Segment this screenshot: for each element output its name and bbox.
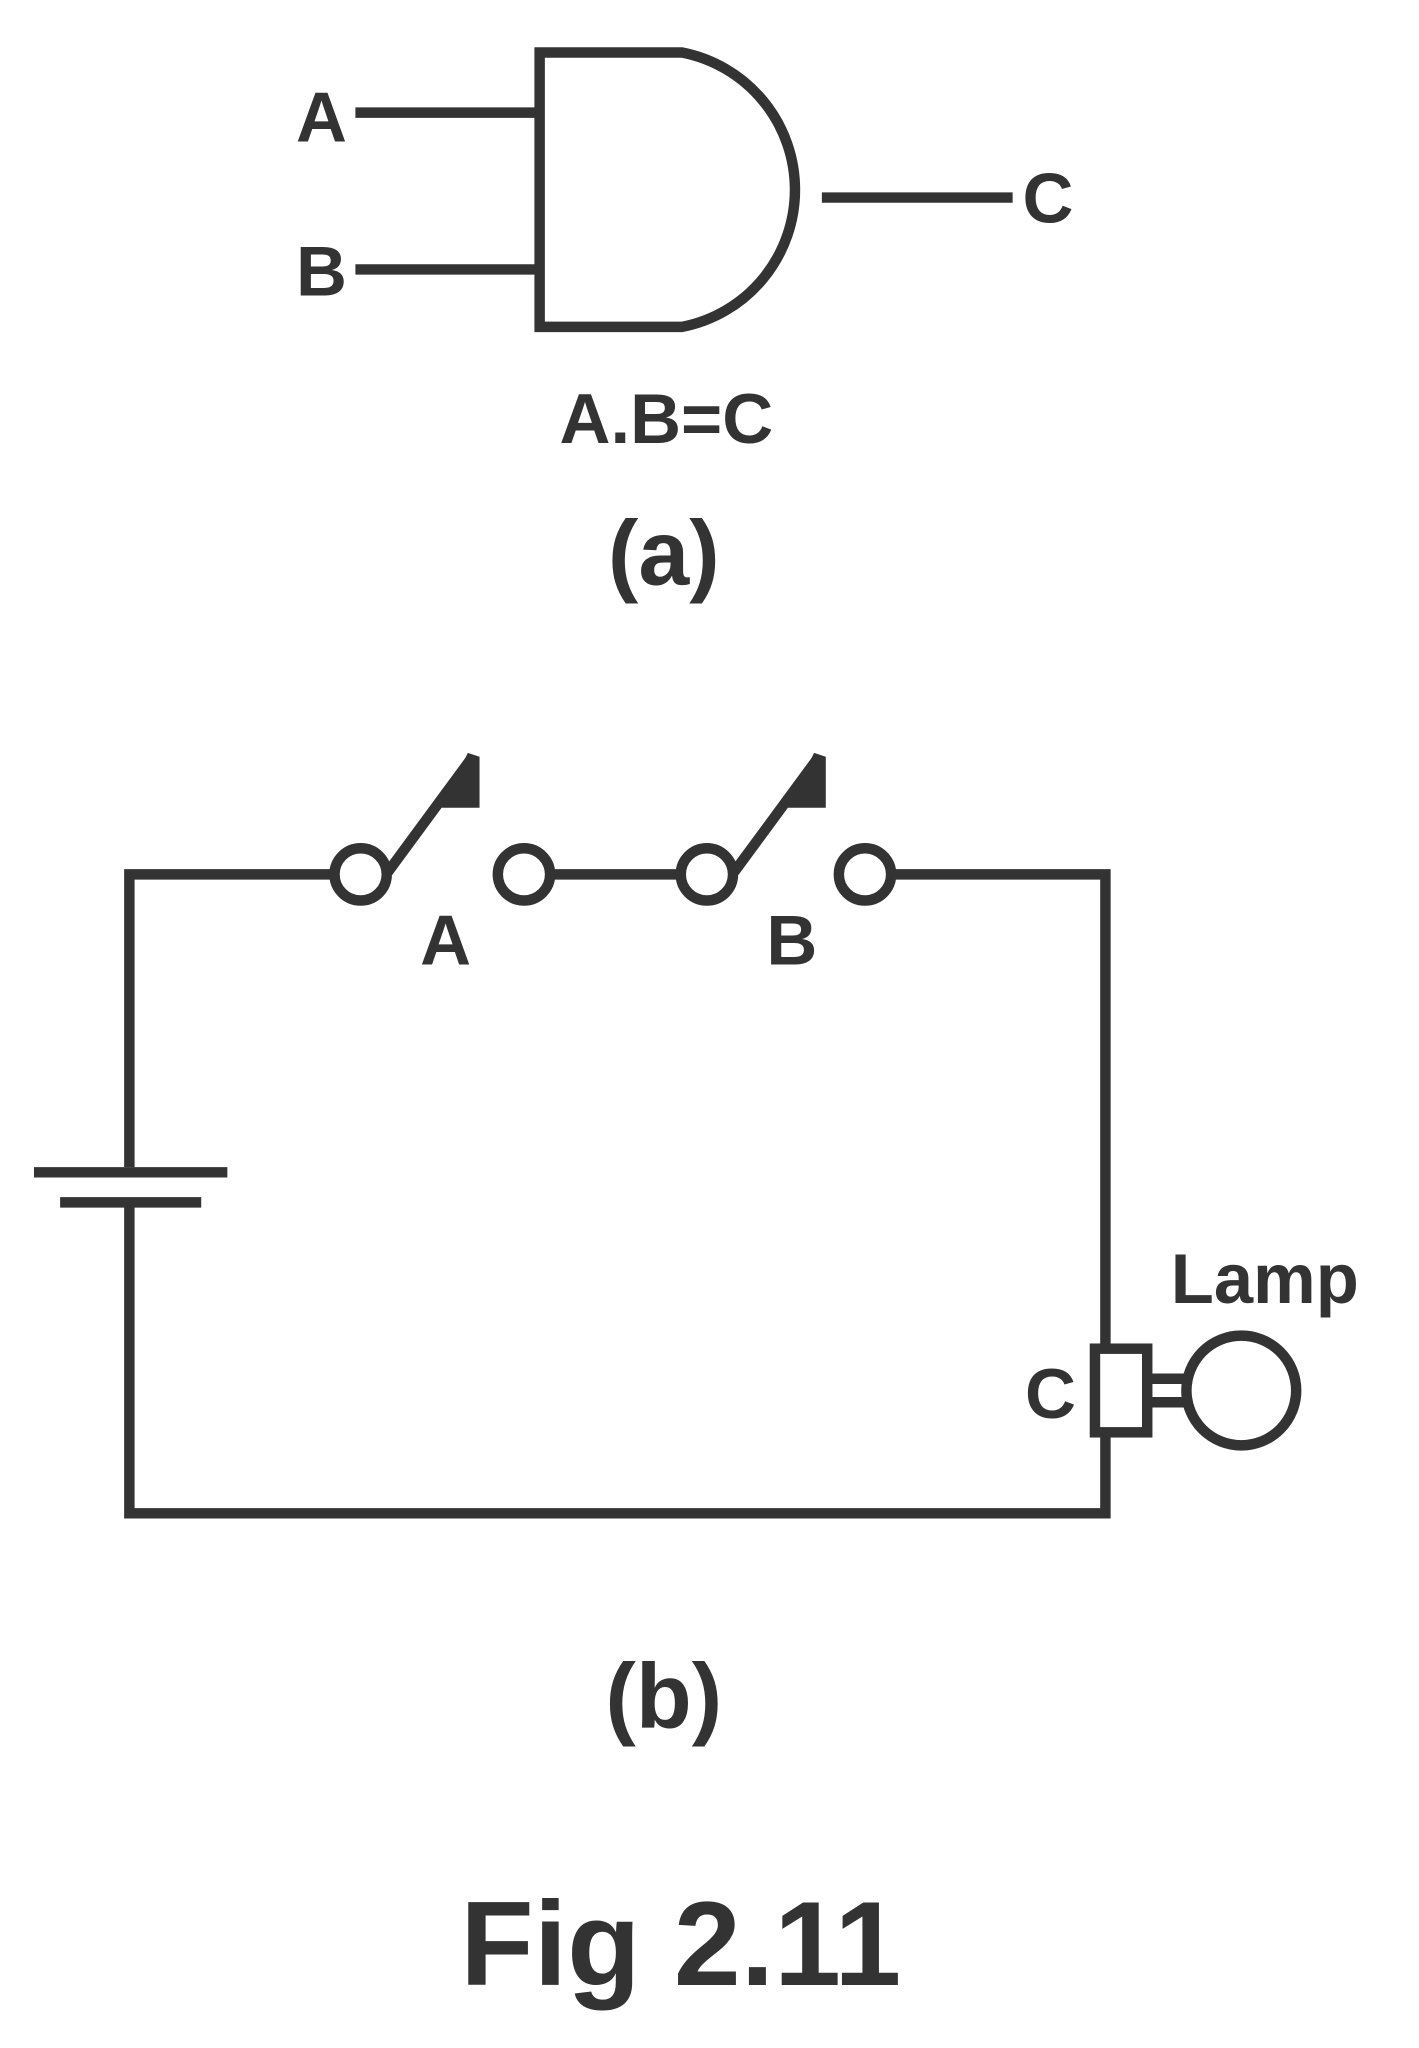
- input-a-label: A: [296, 77, 347, 156]
- battery-icon: [33, 1167, 228, 1208]
- lamp-terminal-label: C: [1025, 1354, 1076, 1433]
- wire-bottom: [124, 1206, 1111, 1519]
- output-c-label: C: [1022, 158, 1073, 237]
- caption-a: (a): [608, 502, 720, 604]
- and-gate-body: [534, 47, 801, 333]
- wire-right: [891, 869, 1111, 1347]
- lamp-icon: [1089, 1330, 1302, 1451]
- caption-b: (b): [605, 1646, 722, 1748]
- switch-a-label: A: [420, 901, 471, 980]
- input-b-label: B: [296, 232, 347, 311]
- lamp-label: Lamp: [1171, 1239, 1359, 1318]
- wire-top-left: [124, 869, 335, 1168]
- switch-b-label: B: [766, 901, 817, 980]
- switch-a[interactable]: [329, 752, 556, 906]
- switch-b[interactable]: [675, 752, 897, 906]
- switch-circuit-diagram: A B Lamp C (b): [33, 752, 1359, 1748]
- and-gate-diagram: A B C A.B=C (a): [296, 47, 1073, 604]
- gate-equation: A.B=C: [560, 379, 774, 458]
- figure-title: Fig 2.11: [460, 1877, 901, 2011]
